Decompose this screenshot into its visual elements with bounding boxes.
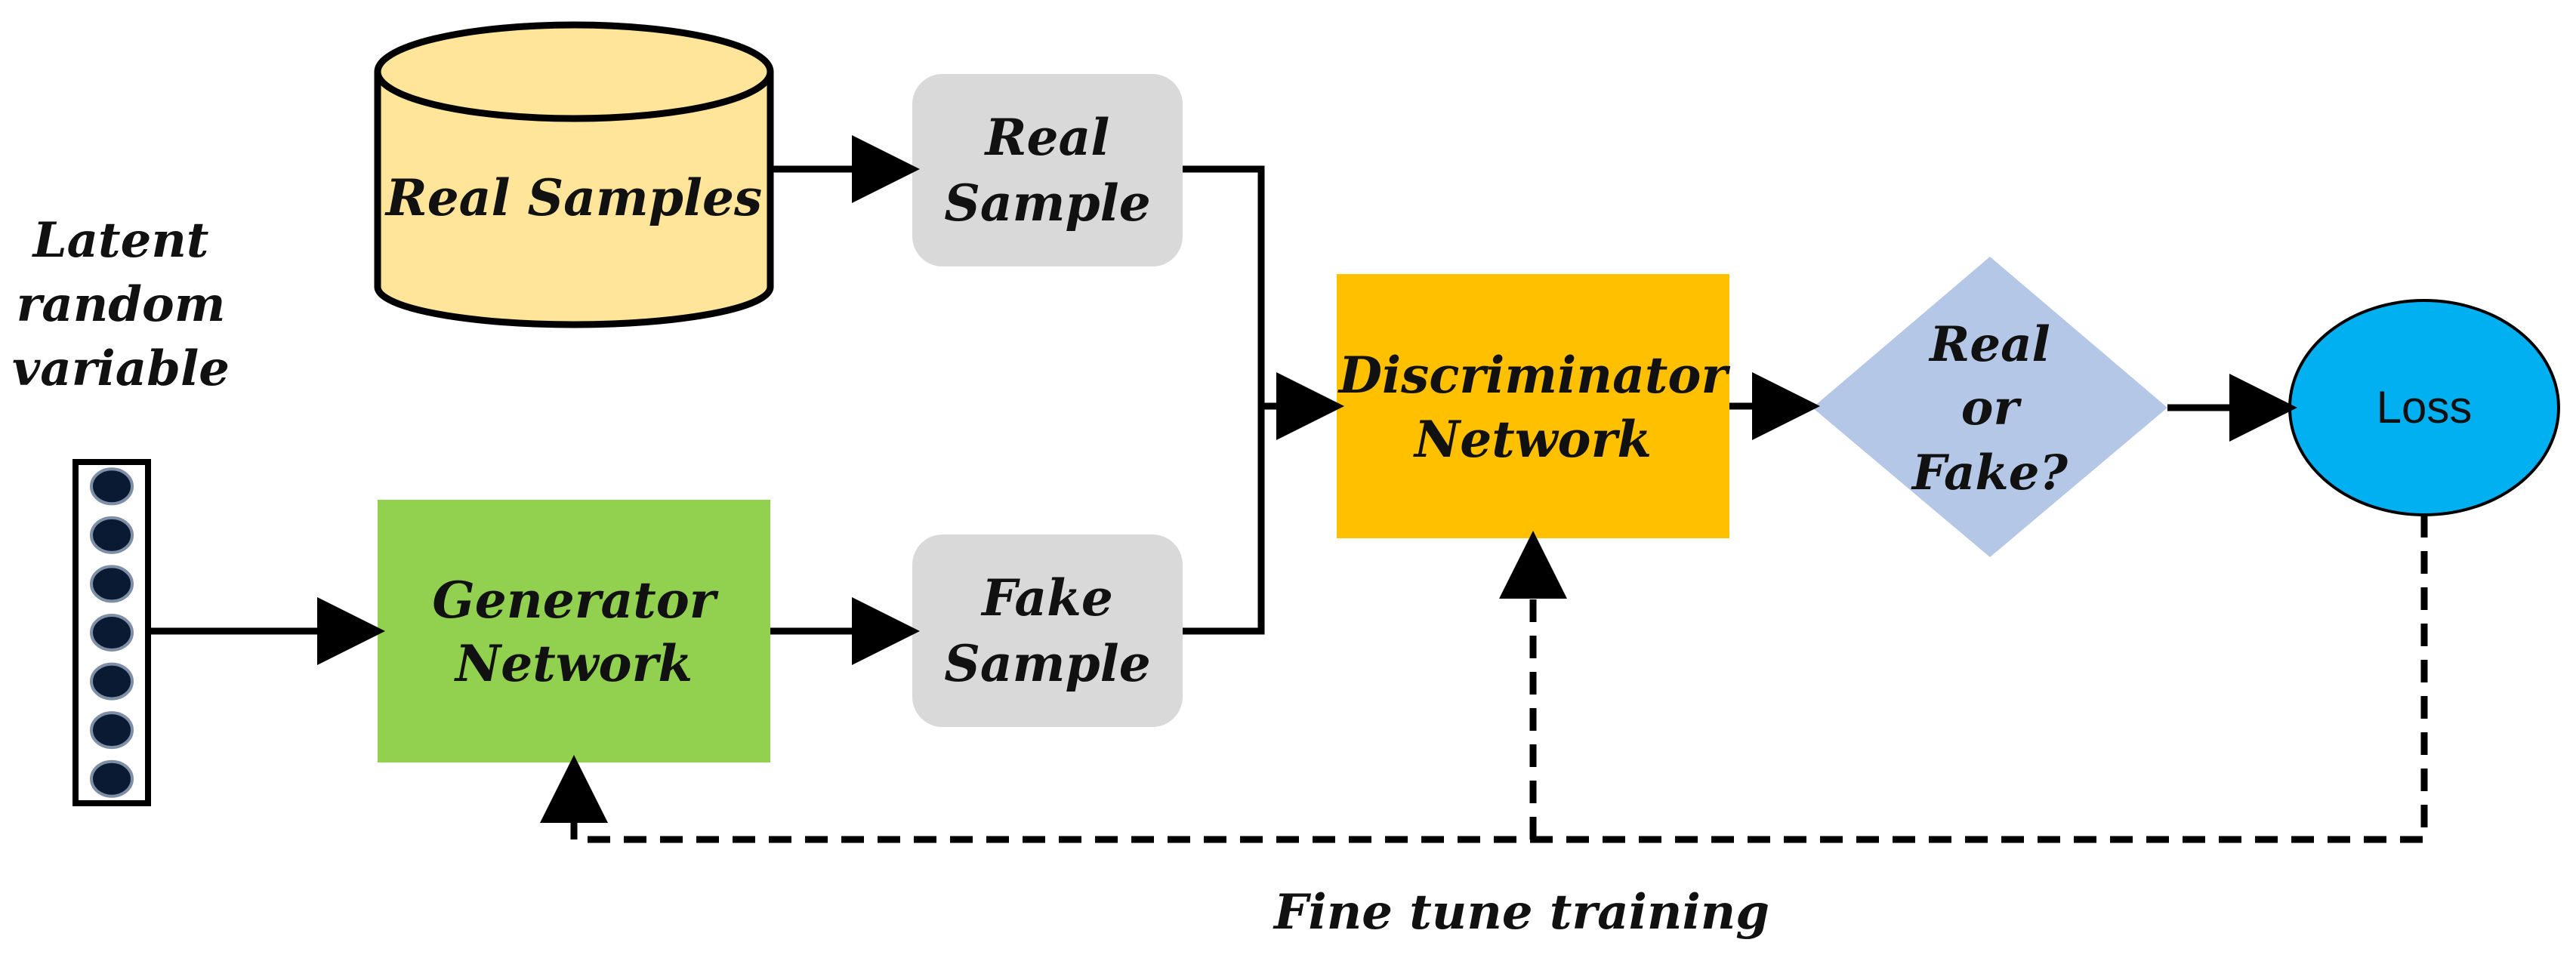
merge-line-samples — [1183, 165, 1265, 635]
generator-line1: Generator — [432, 571, 718, 630]
latent-slot — [90, 614, 134, 652]
decision-line3: Fake? — [1911, 445, 2068, 501]
generator-network: Generator Network — [378, 500, 770, 762]
real-sample-line2: Sample — [944, 174, 1150, 233]
latent-label-line3: variable — [12, 340, 230, 397]
latent-variable-label: Latent random variable — [12, 212, 230, 397]
generator-line2: Network — [454, 634, 693, 693]
latent-vector-slots — [90, 467, 134, 798]
real-sample-line1: Real — [984, 108, 1110, 167]
feedback-arrows — [540, 515, 2428, 843]
discriminator-line1: Discriminator — [1337, 346, 1731, 405]
latent-label-line1: Latent — [32, 212, 209, 269]
data-flow-arrows — [148, 135, 2297, 665]
latent-slot — [90, 662, 134, 701]
latent-label-line2: random — [17, 276, 226, 333]
latent-slot — [90, 467, 134, 506]
real-or-fake-decision: Real or Fake? — [1812, 257, 2167, 557]
discriminator-line2: Network — [1413, 410, 1652, 469]
latent-slot — [90, 759, 134, 798]
loss-node: Loss — [2288, 299, 2560, 516]
real-sample-shape — [912, 74, 1183, 266]
fake-sample-box: Fake Sample — [912, 534, 1183, 727]
real-samples-database: Real Samples — [374, 21, 774, 328]
fake-sample-shape — [912, 534, 1183, 727]
database-body — [374, 72, 774, 328]
decision-line1: Real — [1928, 316, 2050, 373]
latent-slot — [90, 565, 134, 603]
fake-sample-line1: Fake — [980, 568, 1113, 627]
feedback-loss-to-generator — [540, 515, 2428, 843]
fake-sample-line2: Sample — [944, 634, 1150, 693]
decision-line2: or — [1961, 380, 2022, 436]
loss-label: Loss — [2377, 382, 2473, 433]
latent-vector — [72, 459, 151, 806]
real-sample-box: Real Sample — [912, 74, 1183, 266]
discriminator-shape — [1337, 274, 1729, 538]
discriminator-network: Discriminator Network — [1337, 274, 1730, 538]
decision-diamond — [1812, 257, 2167, 557]
latent-slot — [90, 711, 134, 750]
generator-shape — [378, 500, 770, 762]
database-top — [374, 21, 774, 122]
fine-tune-training-label: Fine tune training — [1273, 884, 1769, 941]
latent-slot — [90, 516, 134, 554]
real-samples-label: Real Samples — [384, 168, 762, 227]
